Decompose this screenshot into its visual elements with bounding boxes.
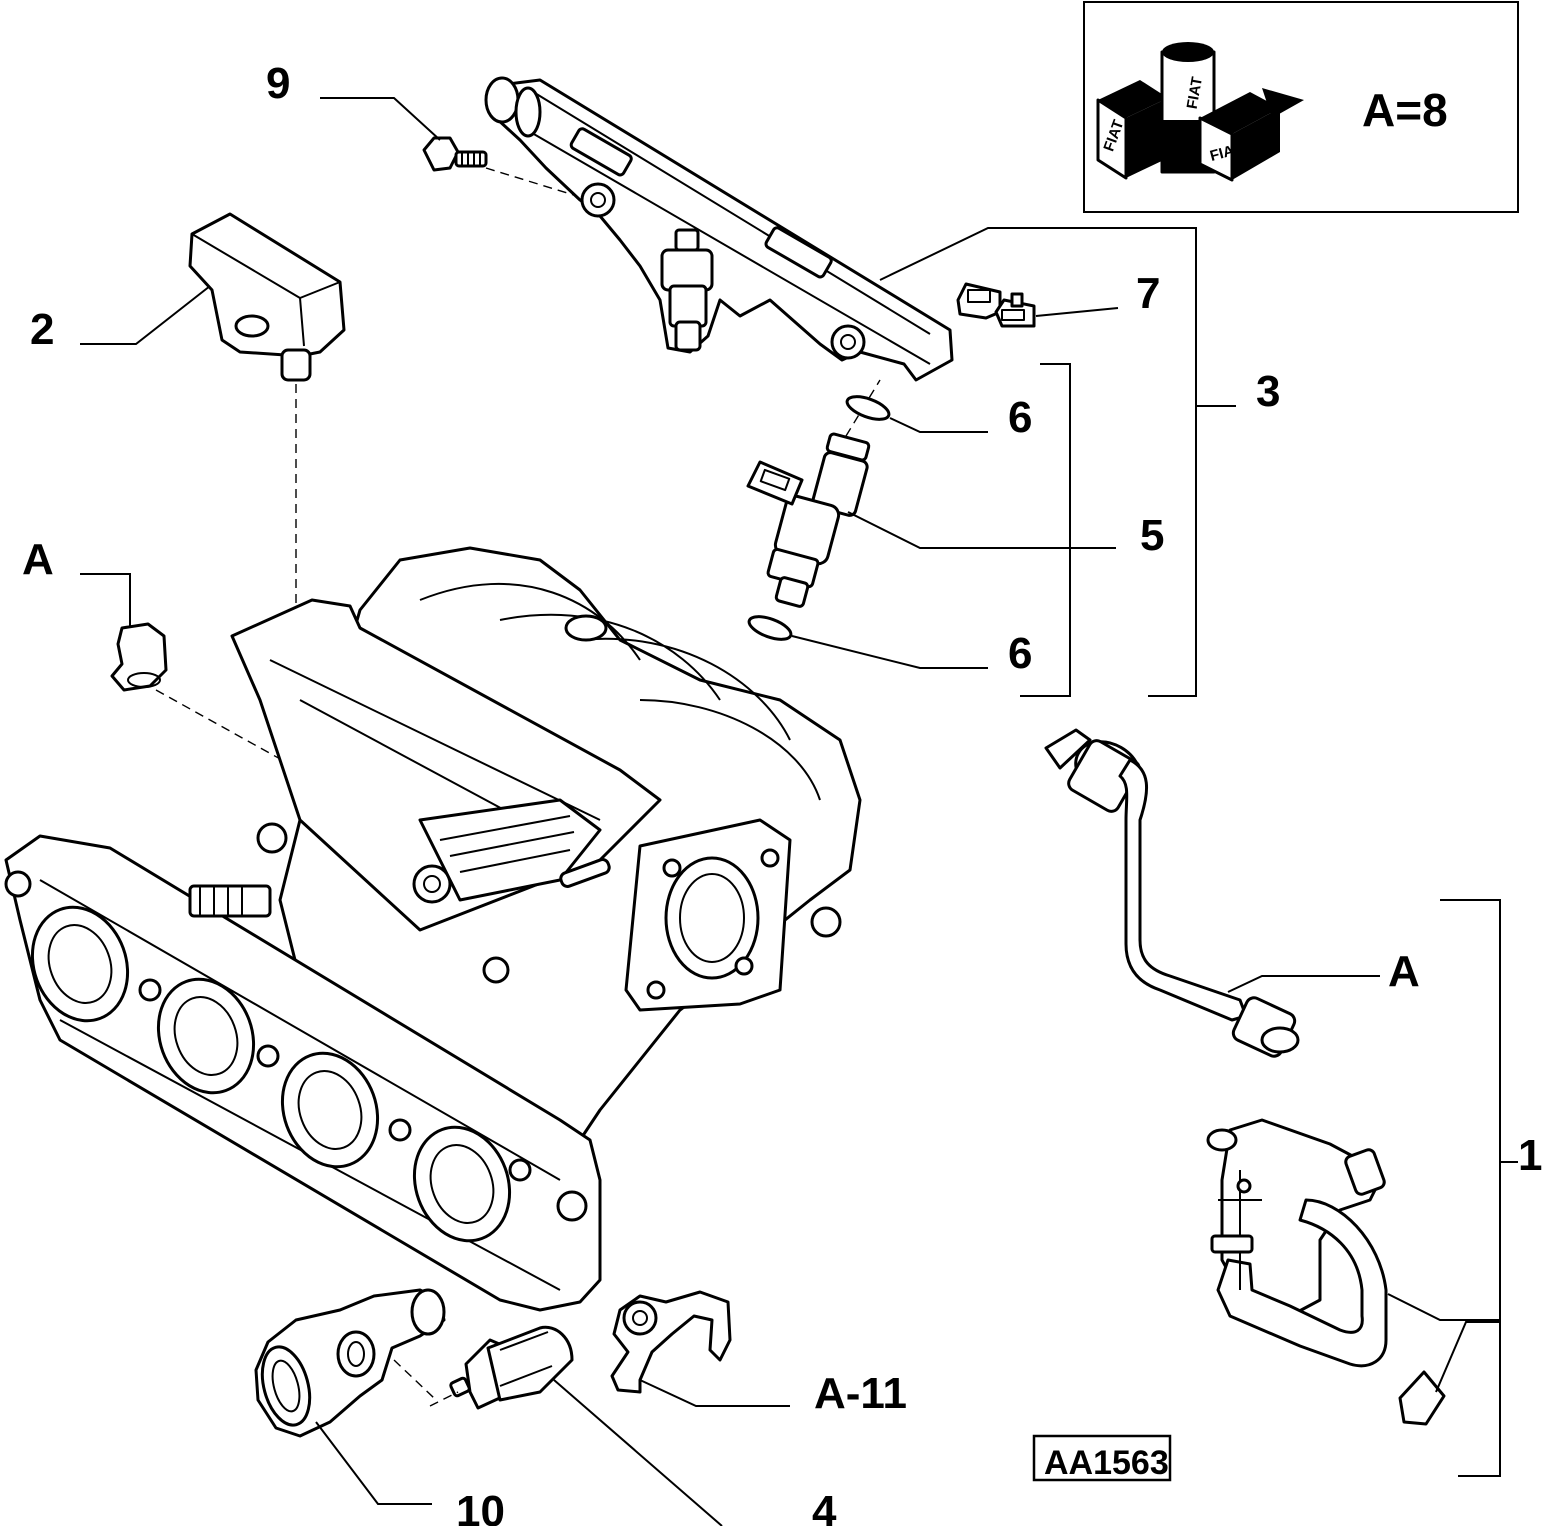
- dash-4: [429, 1391, 459, 1407]
- callout-6-top: 6: [1008, 393, 1032, 442]
- callout-a-left: A: [22, 535, 54, 584]
- callout-a-right: A: [1388, 947, 1420, 996]
- part-2-map-sensor: [188, 212, 346, 382]
- leader-5: [847, 511, 1116, 549]
- part-3-fuel-rail: [484, 76, 954, 382]
- intake-manifold: [4, 546, 862, 1312]
- part-9-bolt: [422, 136, 488, 172]
- callout-9: 9: [266, 59, 290, 108]
- callout-4: 4: [812, 1487, 837, 1526]
- callout-3: 3: [1256, 367, 1280, 416]
- leader-a-right: [1227, 975, 1380, 993]
- part-a-fuel-pipe: [1044, 728, 1300, 1058]
- dash-10: [393, 1359, 435, 1399]
- part-6-oring-bottom: [747, 615, 793, 641]
- bracket-1: [1387, 899, 1518, 1477]
- leader-2: [80, 285, 211, 345]
- callout-6-bottom: 6: [1008, 629, 1032, 678]
- leader-7: [1035, 307, 1119, 317]
- logo-text-cylinder: FIAT: [1184, 76, 1206, 111]
- part-a11-clip: [610, 1290, 732, 1394]
- bracket-3: [879, 227, 1197, 697]
- drawing-code: AA1563: [1032, 1434, 1172, 1482]
- leader-6-bottom: [791, 635, 988, 669]
- dash-a-left: [155, 689, 301, 771]
- callout-1: 1: [1518, 1131, 1542, 1180]
- part-a-clip-left: [110, 622, 168, 692]
- leader-4: [553, 1379, 723, 1526]
- part-7-clip: [956, 282, 1036, 328]
- legend-box: FIAT FIAT FIAT A=8: [1083, 1, 1519, 213]
- fiat-product-icon: FIAT FIAT FIAT: [1096, 42, 1304, 182]
- leader-6-top: [889, 417, 988, 433]
- part-4-temp-sensor: [449, 1325, 574, 1410]
- leader-a11: [639, 1379, 790, 1407]
- callout-7: 7: [1136, 269, 1160, 318]
- part-1-hose-assembly: [1206, 1118, 1446, 1426]
- leader-9: [320, 97, 441, 141]
- legend-quantity: A=8: [1362, 84, 1448, 136]
- callout-10: 10: [456, 1487, 505, 1526]
- bracket-5: [1020, 363, 1071, 697]
- part-5-injector: [746, 379, 881, 608]
- callout-2: 2: [30, 305, 54, 354]
- part-6-oring-top: [845, 395, 891, 421]
- callout-5: 5: [1140, 511, 1164, 560]
- leader-a-left: [80, 573, 131, 626]
- leader-10: [315, 1421, 432, 1505]
- drawing-code-text: AA1563: [1044, 1444, 1169, 1482]
- part-10-housing: [254, 1288, 446, 1438]
- callout-a11: A-11: [814, 1369, 907, 1418]
